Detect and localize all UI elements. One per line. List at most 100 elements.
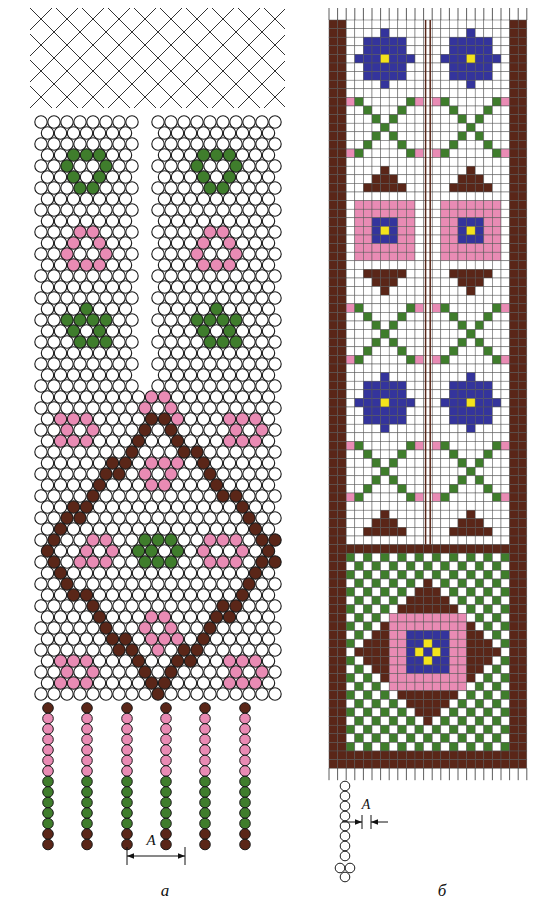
fringe-bead (240, 797, 251, 808)
bead (191, 534, 203, 546)
bead (80, 303, 92, 315)
grid-cell (415, 278, 424, 287)
bead (152, 270, 164, 282)
grid-cell (510, 29, 519, 38)
grid-cell (458, 46, 467, 55)
grid-cell (406, 140, 415, 149)
bead (191, 688, 203, 700)
grid-cell (449, 72, 458, 81)
grid-cell (449, 201, 458, 210)
bead (191, 226, 203, 238)
bead (184, 149, 196, 161)
bead (54, 611, 66, 623)
bead (126, 424, 138, 436)
bead (178, 666, 190, 678)
bead (191, 556, 203, 568)
bead (204, 248, 216, 260)
lattice-line (82, 8, 182, 108)
grid-cell (346, 252, 355, 261)
bead (256, 314, 268, 326)
grid-cell (484, 115, 493, 124)
bead (100, 116, 112, 128)
bead (41, 171, 53, 183)
bead (126, 600, 138, 612)
fringe-bead (240, 766, 251, 777)
grid-cell (398, 72, 407, 81)
bead (61, 666, 73, 678)
bead (67, 567, 79, 579)
bead (54, 325, 66, 337)
grid-cell (389, 115, 398, 124)
grid-cell (398, 201, 407, 210)
fringe-bead (240, 839, 251, 850)
bead (48, 468, 60, 480)
fringe-bead (161, 829, 172, 840)
grid-cell (398, 149, 407, 158)
bead (80, 611, 92, 623)
bead (145, 655, 157, 667)
grid-cell (415, 46, 424, 55)
bead (93, 391, 105, 403)
bead (74, 512, 86, 524)
bead (35, 116, 47, 128)
bead (80, 171, 92, 183)
grid-cell (406, 201, 415, 210)
bead (217, 578, 229, 590)
grid-cell (518, 278, 527, 287)
bead (119, 171, 131, 183)
bead (67, 215, 79, 227)
bead-fringe (43, 703, 251, 850)
grid-cell (501, 106, 510, 115)
grid-cell (432, 166, 441, 175)
bead (100, 226, 112, 238)
bead (35, 534, 47, 546)
bead (236, 369, 248, 381)
grid-cell (458, 63, 467, 72)
bead (93, 677, 105, 689)
grid-cell (338, 364, 347, 373)
grid-cell (467, 80, 476, 89)
fringe-bead (122, 755, 133, 766)
grid-cell (484, 80, 493, 89)
bead (152, 358, 164, 370)
grid-cell (398, 218, 407, 227)
grid-cell (355, 132, 364, 141)
bead (184, 545, 196, 557)
bead (67, 171, 79, 183)
bead (152, 116, 164, 128)
grid-cell (389, 183, 398, 192)
grid-cell (484, 175, 493, 184)
bead (236, 457, 248, 469)
grid-cell (398, 97, 407, 106)
grid-cell (501, 287, 510, 296)
bead (223, 259, 235, 271)
fringe-bead (82, 787, 93, 798)
grid-cell (510, 261, 519, 270)
grid-cell (398, 175, 407, 184)
grid-cell (492, 355, 501, 364)
bead (61, 138, 73, 150)
grid-cell (432, 304, 441, 313)
grid-cell (406, 72, 415, 81)
bead (256, 578, 268, 590)
grid-cell (518, 347, 527, 356)
bead (152, 644, 164, 656)
grid-cell (381, 269, 390, 278)
grid-cell (355, 364, 364, 373)
bead (48, 358, 60, 370)
bead (35, 380, 47, 392)
grid-cell (432, 192, 441, 201)
bead (74, 226, 86, 238)
grid-cell (518, 261, 527, 270)
bead (48, 314, 60, 326)
grid-cell (389, 89, 398, 98)
bead (61, 600, 73, 612)
bead (61, 446, 73, 458)
bead (230, 182, 242, 194)
bead (106, 369, 118, 381)
bead (178, 380, 190, 392)
grid-cell (432, 364, 441, 373)
bead (158, 149, 170, 161)
grid-cell (338, 321, 347, 330)
bead (74, 556, 86, 568)
